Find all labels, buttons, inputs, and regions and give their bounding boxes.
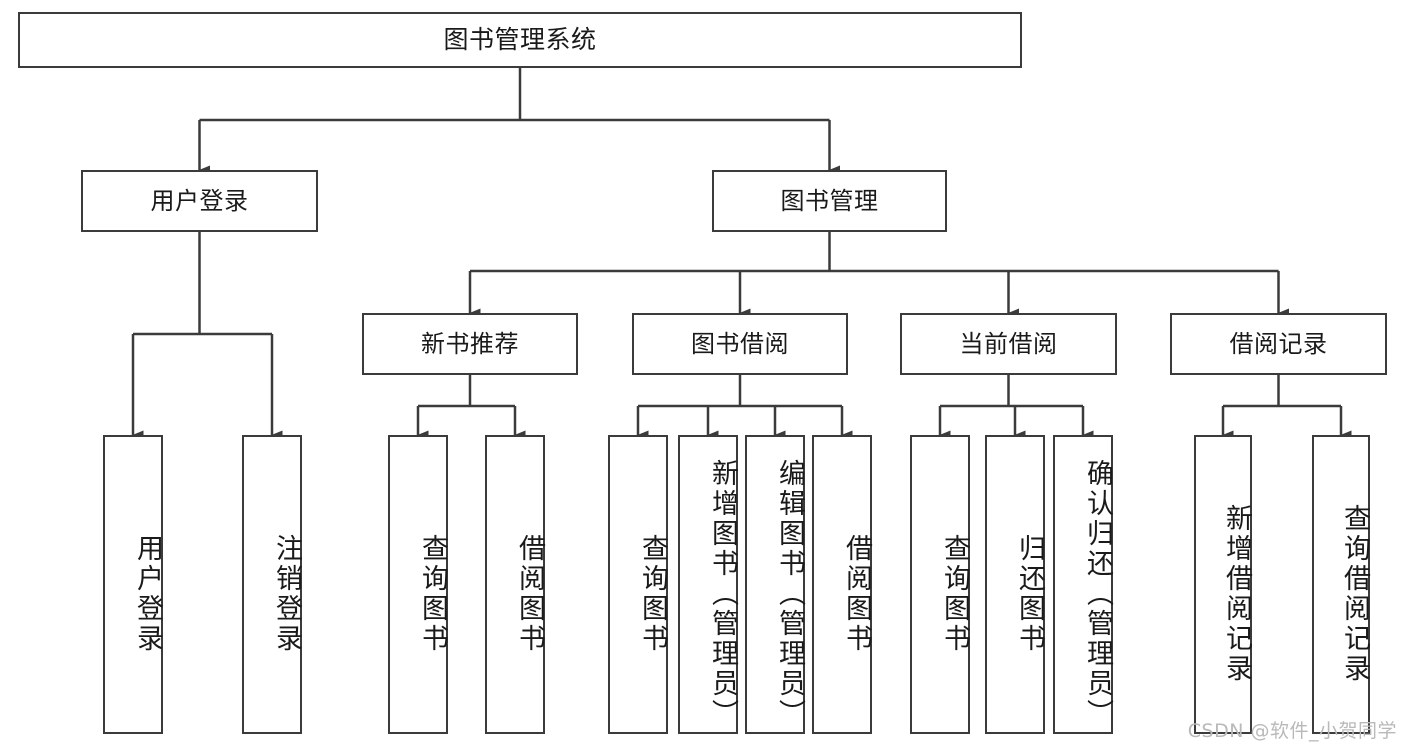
node-label: 用户登录 — [132, 533, 163, 654]
node-leaf-borrow-1[interactable]: 借阅图书 — [485, 435, 545, 734]
node-label: 图书借阅 — [691, 329, 789, 358]
node-leaf-user-login[interactable]: 用户登录 — [103, 435, 163, 734]
node-label: 查询图书 — [417, 533, 448, 654]
node-book-manage[interactable]: 图书管理 — [712, 170, 947, 232]
node-leaf-query-3[interactable]: 查询图书 — [910, 435, 970, 734]
node-leaf-add-record[interactable]: 新增借阅记录 — [1194, 435, 1252, 734]
node-leaf-logout[interactable]: 注销登录 — [242, 435, 302, 734]
node-leaf-return[interactable]: 归还图书 — [985, 435, 1045, 734]
node-label: 当前借阅 — [959, 329, 1058, 358]
node-root[interactable]: 图书管理系统 — [18, 12, 1022, 68]
node-leaf-confirm-ret[interactable]: 确认归还（管理员） — [1053, 435, 1113, 734]
node-label: 查询图书 — [939, 533, 970, 654]
node-book-borrow[interactable]: 图书借阅 — [632, 313, 848, 375]
node-current-borrow[interactable]: 当前借阅 — [900, 313, 1117, 375]
node-label: 借阅记录 — [1229, 329, 1328, 358]
node-label: 借阅图书 — [841, 533, 872, 654]
node-label: 注销登录 — [271, 533, 302, 654]
node-label: 编辑图书（管理员） — [774, 458, 805, 729]
node-leaf-query-1[interactable]: 查询图书 — [388, 435, 448, 734]
csdn-watermark: CSDN @软件_小贺同学 — [1187, 720, 1397, 742]
node-label: 用户登录 — [150, 186, 249, 215]
node-user-login[interactable]: 用户登录 — [81, 170, 318, 232]
node-label: 确认归还（管理员） — [1082, 458, 1113, 729]
node-borrow-record[interactable]: 借阅记录 — [1170, 313, 1387, 375]
node-label: 图书管理系统 — [443, 25, 597, 55]
node-new-book-rec[interactable]: 新书推荐 — [362, 313, 578, 375]
node-leaf-query-2[interactable]: 查询图书 — [608, 435, 668, 734]
node-leaf-add-book[interactable]: 新增图书（管理员） — [678, 435, 738, 734]
node-label: 新增图书（管理员） — [707, 458, 738, 729]
node-label: 图书管理 — [780, 186, 879, 215]
node-label: 查询图书 — [637, 533, 668, 654]
node-label: 新书推荐 — [421, 329, 519, 358]
node-label: 新增借阅记录 — [1221, 503, 1252, 684]
node-leaf-query-record[interactable]: 查询借阅记录 — [1312, 435, 1370, 734]
node-label: 查询借阅记录 — [1339, 503, 1370, 684]
node-label: 借阅图书 — [514, 533, 545, 654]
node-leaf-edit-book[interactable]: 编辑图书（管理员） — [745, 435, 805, 734]
node-leaf-borrow-2[interactable]: 借阅图书 — [812, 435, 872, 734]
node-label: 归还图书 — [1014, 533, 1045, 654]
